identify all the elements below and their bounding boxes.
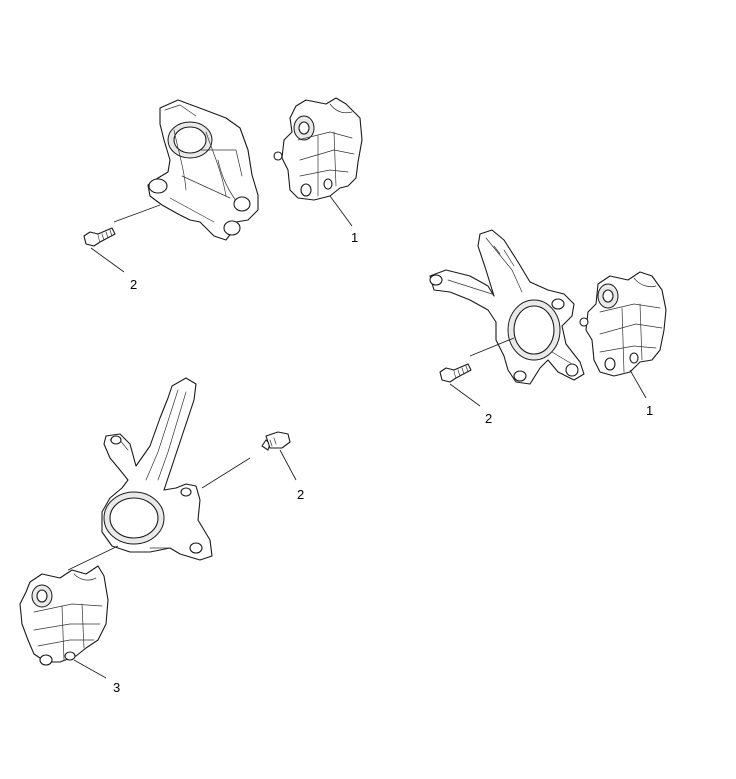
caliper-right <box>579 271 667 377</box>
callout-label: 2 <box>297 487 304 502</box>
leader-line <box>279 449 297 481</box>
knuckle-bottom-left <box>101 377 213 561</box>
caliper-top-left <box>273 97 363 201</box>
leader-line <box>329 195 353 227</box>
bolt-top-left <box>83 227 116 247</box>
caliper-bottom-left <box>19 565 109 666</box>
leader-line <box>449 383 481 407</box>
knuckle-right <box>429 229 585 385</box>
callout-label: 2 <box>130 277 137 292</box>
centerline <box>201 457 251 489</box>
callout-label: 2 <box>485 411 492 426</box>
bolt-bottom-left <box>261 431 291 451</box>
knuckle-top-left <box>147 99 259 241</box>
leader-line <box>73 659 107 679</box>
callout-label: 3 <box>113 680 120 695</box>
centerline <box>113 204 161 223</box>
centerline <box>67 545 119 571</box>
bolt-right <box>439 363 472 383</box>
callout-label: 1 <box>351 230 358 245</box>
leader-line <box>629 369 647 399</box>
callout-label: 1 <box>646 403 653 418</box>
centerline <box>469 337 515 357</box>
leader-line <box>90 247 125 273</box>
